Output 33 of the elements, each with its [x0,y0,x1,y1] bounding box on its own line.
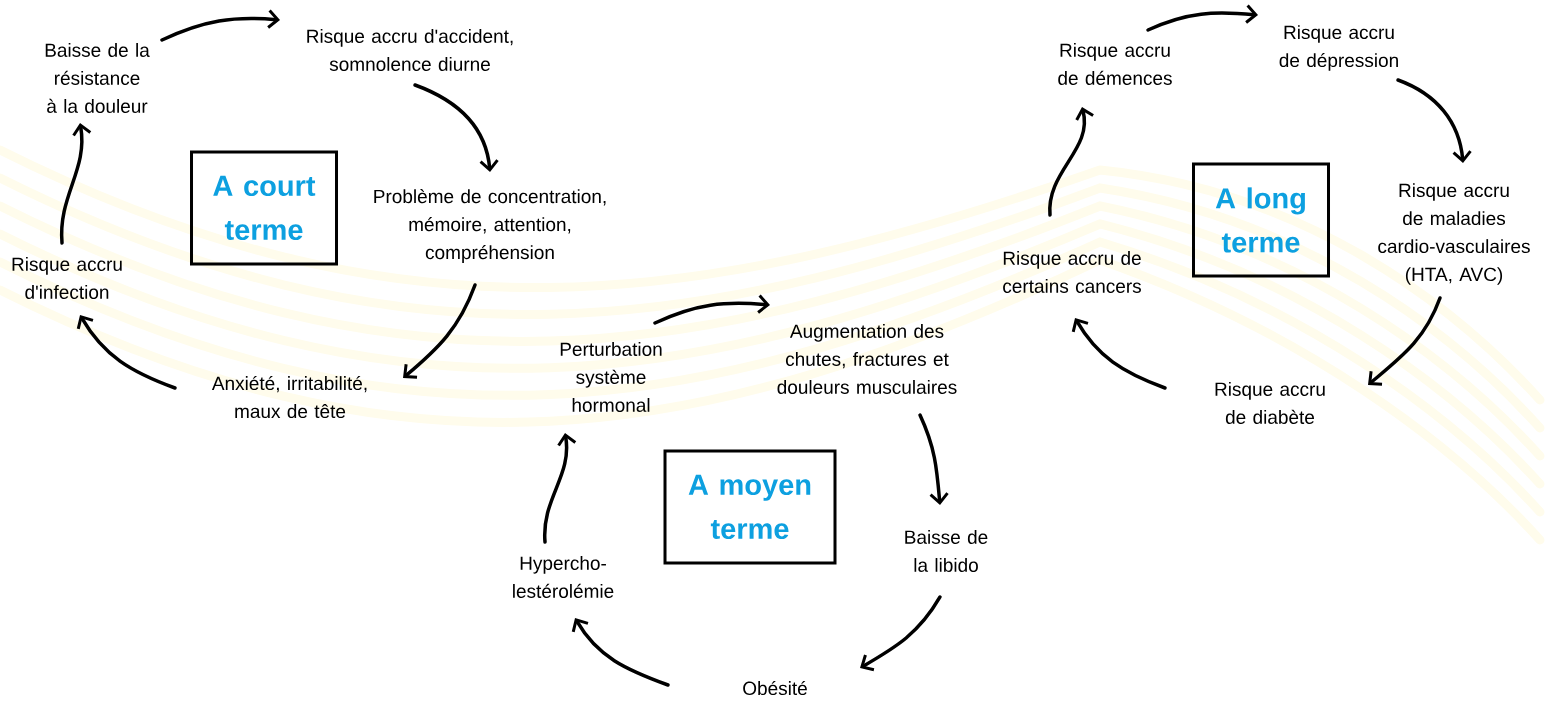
effect-text: Risque accru de dépression [1279,25,1398,71]
curved-arrow [860,595,942,672]
curved-arrow [413,83,499,172]
effect-text: Hypercho-lestérolémie [513,556,614,598]
term-box: A moyen terme [663,449,837,565]
curved-arrow [1071,318,1167,390]
curved-arrow [653,294,770,325]
effect-text: Risque accru de démences [1058,43,1172,85]
effect-text: Risque accru de maladies cardio-vasculaires (HTA, AVC) [1378,183,1530,285]
curved-arrow [160,9,280,42]
curved-arrow [918,413,949,505]
curved-arrow [1048,107,1094,217]
effect-text: Anxiété, irritabilité, maux de tête [211,375,367,419]
term-box: A long terme [1192,162,1330,278]
effect-text: Augmentation des chutes, fractures et douleurs musculaires [777,324,957,394]
effect-text: Perturbation système hormonal [560,342,662,412]
curved-arrow [59,123,92,245]
effect-text: Problème de concentration, mémoire, attention, compréhension [374,189,606,263]
effect-text: Risque accru d'infection [12,257,122,299]
curved-arrow [1396,78,1472,163]
curved-arrow [1146,4,1258,32]
effect-text: Baisse de la libido [905,530,988,572]
curved-arrow [543,433,577,544]
curved-arrow [76,315,177,390]
term-box: A court terme [190,150,338,266]
effect-text: Risque accru de certains cancers [1003,251,1141,293]
curved-arrow [403,283,477,379]
curved-arrow [1368,296,1442,386]
effect-text: Risque accru d'accident, somnolence diurne [307,29,513,71]
effect-text: Baisse de la résistance à la douleur [45,43,150,113]
effect-text: Risque accru de diabète [1215,382,1325,424]
curved-arrow [571,618,670,687]
effect-text: Obésité [743,680,807,696]
